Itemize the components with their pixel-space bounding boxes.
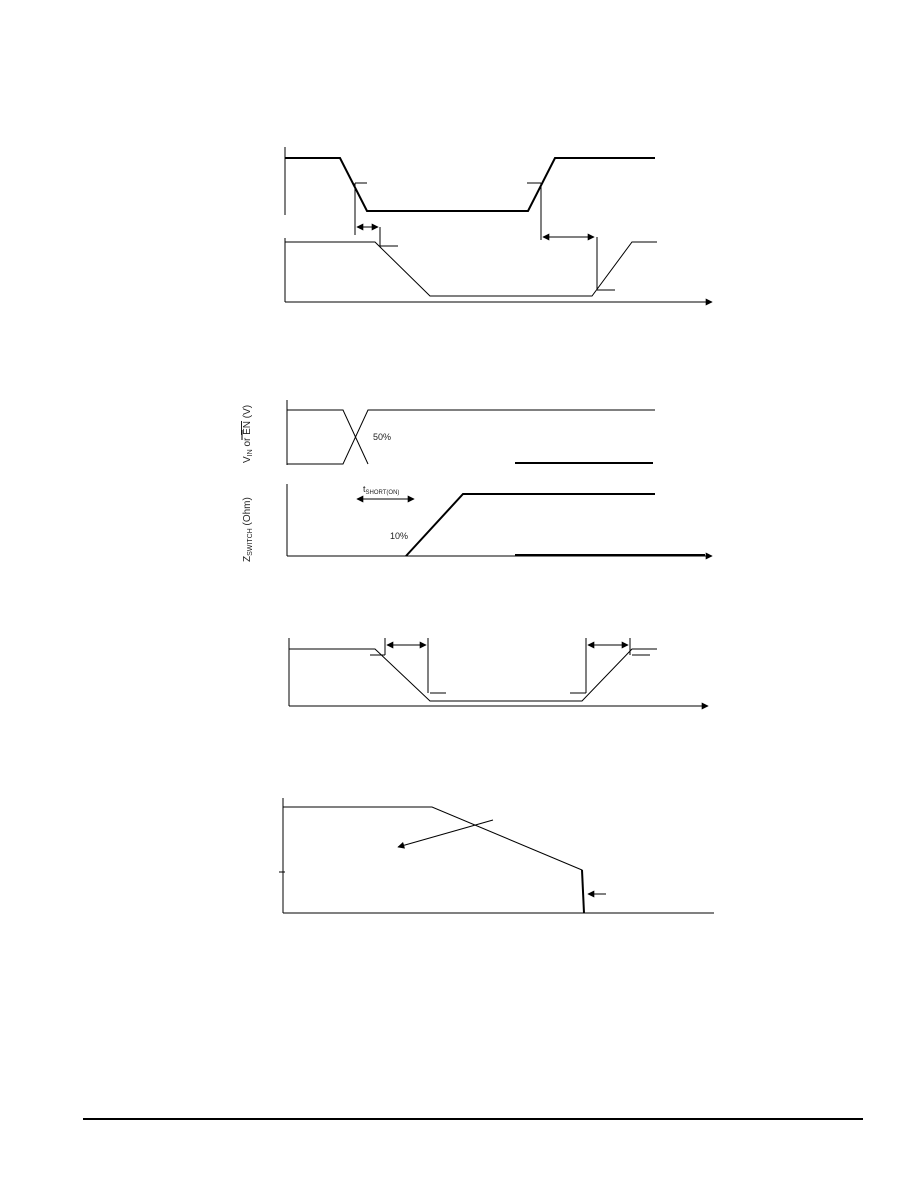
d1-output-waveform bbox=[285, 241, 657, 297]
d2-ylabel-bottom-unit: (Ohm) bbox=[242, 497, 253, 528]
d2-ylabel-top: VIN or EN (V) bbox=[242, 405, 254, 463]
d4-derating-curve bbox=[283, 806, 585, 914]
d1-input-waveform bbox=[285, 157, 655, 212]
diagram-3-timing bbox=[288, 638, 709, 710]
d2-label-tshort-sub: SHORT(ON) bbox=[366, 490, 400, 496]
d4-region-arrow bbox=[397, 819, 494, 849]
d2-ylabel-top-sub: IN bbox=[247, 449, 254, 456]
d4-curve-drop bbox=[581, 869, 585, 914]
d2-ylabel-top-en: EN bbox=[242, 421, 253, 435]
d2-label-50-percent: 50% bbox=[373, 432, 391, 442]
d2-ylabel-top-v: V bbox=[242, 456, 253, 463]
d2-ylabel-top-rest: or bbox=[242, 435, 253, 449]
d2-ylabel-bottom-sub: SWITCH bbox=[247, 528, 254, 556]
d2-label-tshort-t: t bbox=[363, 484, 366, 494]
d2-switch-impedance-waveform bbox=[405, 493, 655, 557]
d2-input-rising-edge bbox=[287, 409, 655, 465]
d2-label-10-percent: 10% bbox=[390, 531, 408, 541]
footer-rule bbox=[83, 1118, 863, 1120]
diagram-2-timing: 50% 10% tSHORT(ON) VIN or EN (V) ZSWITCH… bbox=[241, 400, 713, 562]
d2-ylabel-bottom: ZSWITCH (Ohm) bbox=[242, 497, 254, 562]
d2-input-falling-edge bbox=[287, 409, 369, 465]
d2-ylabel-bottom-z: Z bbox=[242, 556, 253, 562]
d2-label-tshort: tSHORT(ON) bbox=[363, 484, 399, 496]
d2-ylabel-top-unit: (V) bbox=[242, 405, 253, 421]
d3-waveform bbox=[289, 648, 657, 702]
diagram-4-curve bbox=[279, 798, 714, 914]
diagram-1-timing bbox=[284, 147, 713, 306]
